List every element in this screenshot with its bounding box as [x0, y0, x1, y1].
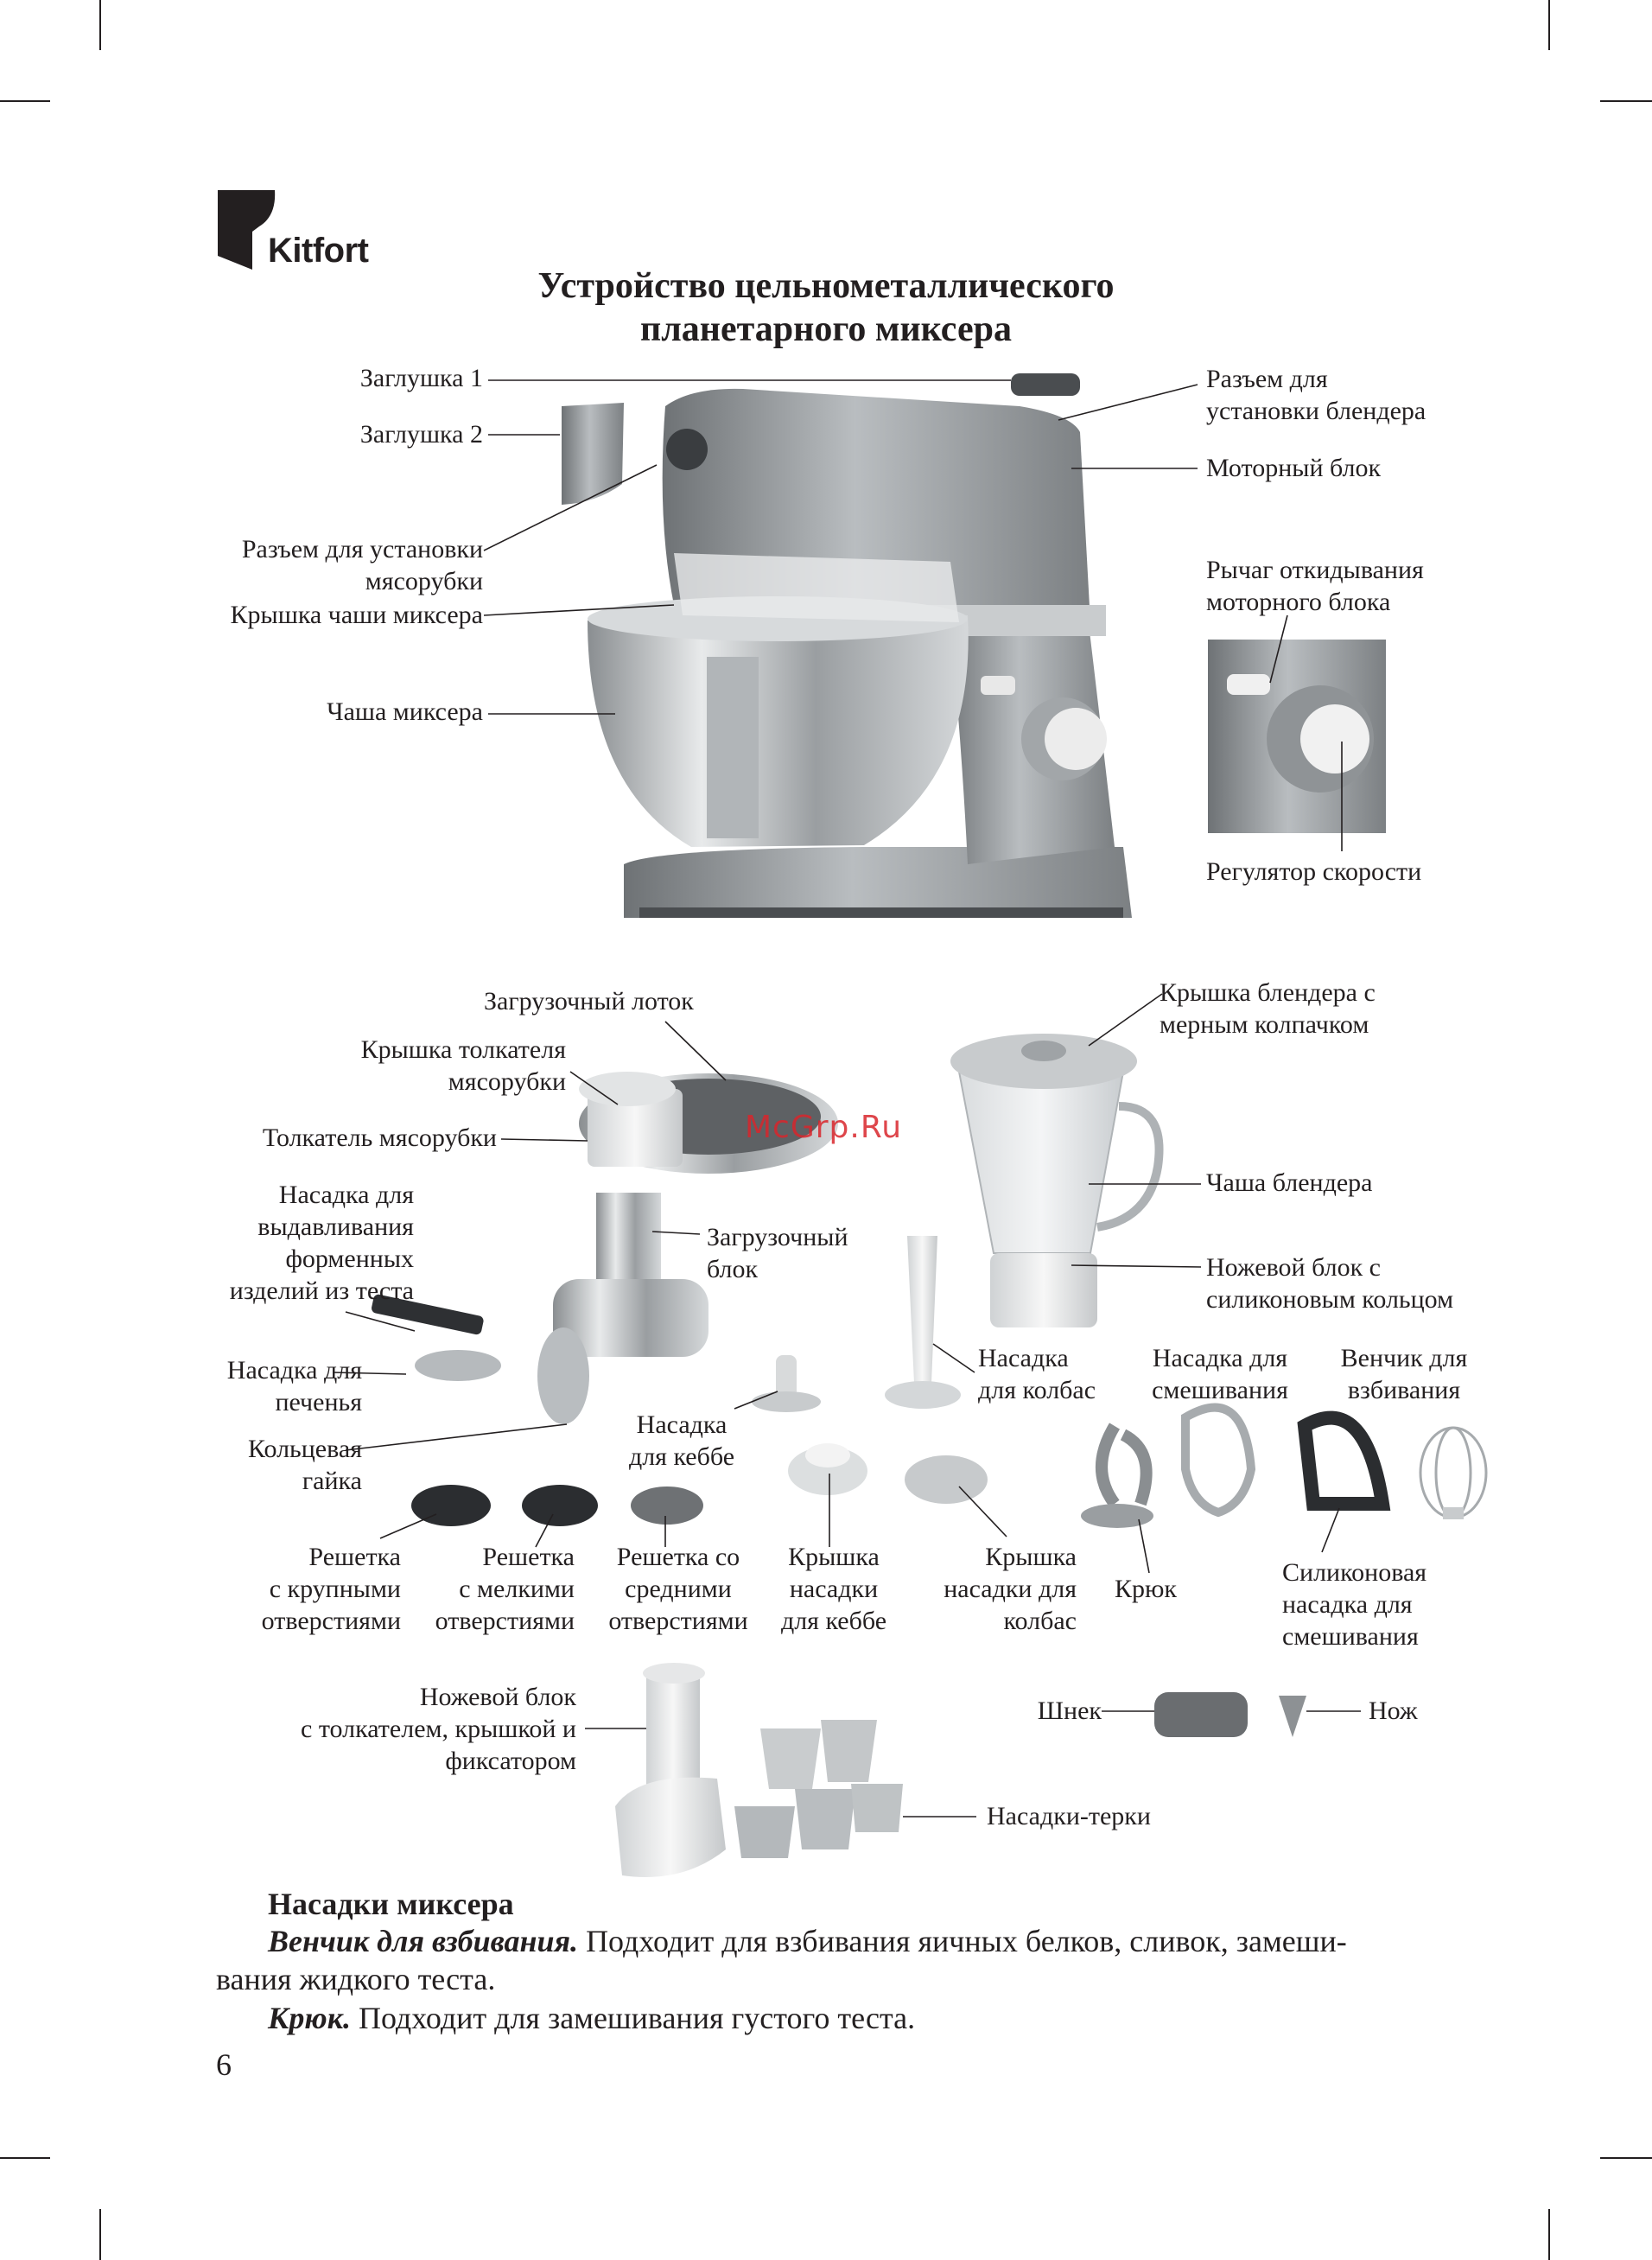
label-cookie-attachment: Насадка для печенья	[227, 1354, 362, 1418]
label-blender-jar: Чаша блендера	[1206, 1167, 1372, 1199]
dough-hook-drawing	[1081, 1426, 1153, 1528]
label-sausage-attachment: Насадка для колбас	[978, 1342, 1096, 1406]
label-sausage-cap: Крышка насадки для колбас	[944, 1541, 1077, 1637]
label-plate-fine: Решетка с мелкими отверстиями	[435, 1541, 575, 1637]
term-hook: Крюк.	[268, 2001, 351, 2035]
label-feed-unit: Загрузочный блок	[707, 1221, 848, 1285]
label-blender-lid: Крышка блендера с мерным колпачком	[1160, 977, 1376, 1041]
label-knife: Нож	[1369, 1695, 1418, 1727]
text-whisk: Подходит для взбивания яичных белков, сл…	[578, 1924, 1347, 1958]
flat-beater-drawing	[1185, 1408, 1251, 1512]
label-tilt-lever: Рычаг откидывания моторного блока	[1206, 554, 1424, 618]
blender-drawing	[950, 1034, 1160, 1327]
grater-attachment-drawing	[615, 1663, 903, 1877]
label-kebbe-attachment: Насадка для кеббе	[617, 1409, 747, 1473]
stand-mixer-drawing	[562, 373, 1132, 918]
paragraph-hook: Крюк. Подходит для замешивания густого т…	[268, 1999, 915, 2037]
page-title: Устройство цельнометаллического планетар…	[0, 264, 1652, 351]
label-pusher-cap: Крышка толкателя мясорубки	[361, 1034, 566, 1098]
silicone-beater-drawing	[1305, 1418, 1382, 1504]
paragraph-whisk: Венчик для взбивания. Подходит для взбив…	[268, 1922, 1347, 1960]
label-bowl-lid: Крышка чаши миксера	[231, 599, 483, 631]
label-blender-blade: Ножевой блок с силиконовым кольцом	[1206, 1251, 1453, 1315]
page-number: 6	[216, 2047, 232, 2083]
label-zaglushka-2: Заглушка 2	[360, 418, 483, 450]
label-grinder-socket: Разъем для установки мясорубки	[242, 533, 483, 597]
label-plate-medium: Решетка со средними отверстиями	[600, 1541, 757, 1637]
label-feed-tray: Загрузочный лоток	[484, 985, 694, 1017]
kitfort-logo-mark	[218, 190, 275, 270]
label-pusher: Толкатель мясорубки	[263, 1122, 497, 1154]
label-blender-socket: Разъем для установки блендера	[1206, 363, 1426, 427]
label-flat-beater: Насадка для смешивания	[1139, 1342, 1301, 1406]
whisk-drawing	[1420, 1428, 1486, 1519]
kebbe-attachment-drawing	[752, 1355, 867, 1495]
term-whisk: Венчик для взбивания.	[268, 1924, 578, 1958]
auger-and-knife-drawing	[1154, 1692, 1306, 1737]
text-hook: Подходит для замешивания густого теста.	[351, 2001, 915, 2035]
paragraph-whisk-cont: вания жидкого теста.	[216, 1960, 495, 1998]
label-kebbe-cap: Крышка насадки для кеббе	[769, 1541, 899, 1637]
label-dough-hook: Крюк	[1115, 1573, 1177, 1605]
sausage-attachment-drawing	[885, 1236, 988, 1504]
label-silicone-beater: Силиконовая насадка для смешивания	[1282, 1557, 1426, 1652]
grinder-plates-drawing	[411, 1485, 703, 1526]
speed-control-closeup	[1208, 640, 1386, 833]
watermark: McGrp.Ru	[745, 1110, 902, 1145]
label-dough-press: Насадка для выдавливания форменных издел…	[230, 1179, 414, 1307]
section-heading: Насадки миксера	[268, 1886, 514, 1922]
label-zaglushka-1: Заглушка 1	[360, 362, 483, 394]
label-ring-nut: Кольцевая гайка	[248, 1433, 362, 1497]
label-mixer-bowl: Чаша миксера	[327, 696, 483, 728]
label-plate-coarse: Решетка с крупными отверстиями	[262, 1541, 401, 1637]
label-motor-unit: Моторный блок	[1206, 452, 1381, 484]
label-slicer-unit: Ножевой блок с толкателем, крышкой и фик…	[301, 1681, 576, 1777]
label-auger: Шнек	[1038, 1695, 1102, 1727]
label-whisk: Венчик для взбивания	[1331, 1342, 1477, 1406]
label-speed-control: Регулятор скорости	[1206, 856, 1421, 888]
label-grater-cones: Насадки-терки	[987, 1800, 1151, 1832]
